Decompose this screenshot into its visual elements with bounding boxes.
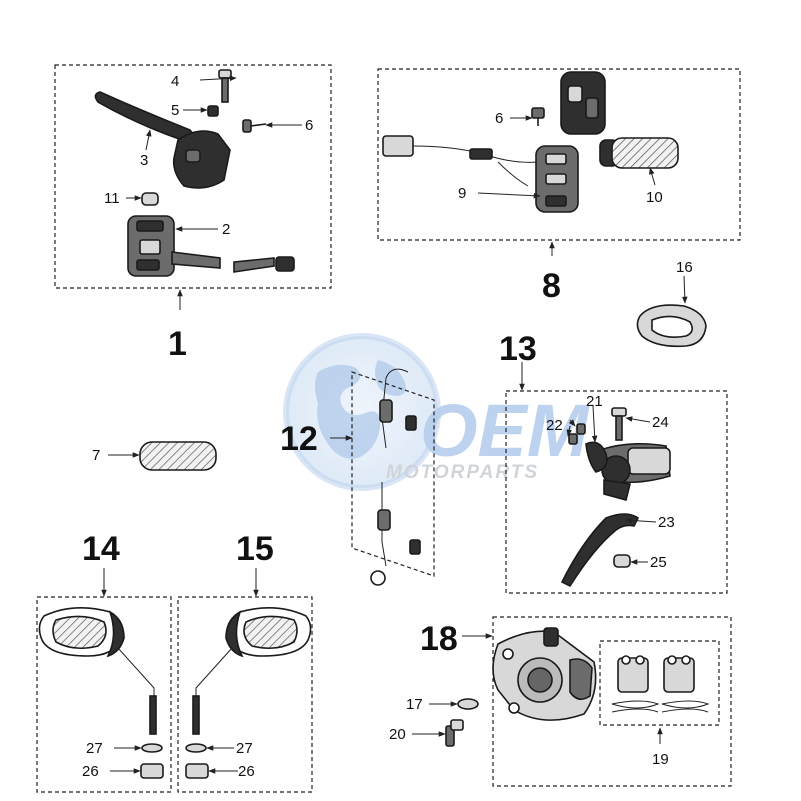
label-6a: 6 xyxy=(305,117,313,134)
label-17: 17 xyxy=(406,696,423,713)
watermark-sub: MOTORPARTS xyxy=(386,462,539,483)
label-4: 4 xyxy=(171,73,179,90)
label-11: 11 xyxy=(104,190,120,207)
label-10: 10 xyxy=(646,189,663,206)
label-19: 19 xyxy=(652,751,669,768)
label-16: 16 xyxy=(676,259,693,276)
washer-part-17 xyxy=(457,698,479,710)
label-20: 20 xyxy=(389,726,406,743)
label-5: 5 xyxy=(171,102,179,119)
brake-hose xyxy=(370,368,421,586)
label-3: 3 xyxy=(140,152,148,169)
group-1-left-control: 4 5 6 3 11 2 1 xyxy=(54,64,332,363)
clamp-part-21 xyxy=(585,441,608,473)
label-25: 25 xyxy=(650,554,667,571)
label-26a: 26 xyxy=(82,763,99,780)
bolt-part-4 xyxy=(218,69,232,103)
mirror-right xyxy=(192,607,312,735)
group-8-right-switch: 6 9 10 8 xyxy=(377,68,741,305)
label-14: 14 xyxy=(82,530,120,568)
label-27a: 27 xyxy=(86,740,103,757)
upper-housing xyxy=(560,71,606,135)
label-6b: 6 xyxy=(495,110,503,127)
switch-part-9 xyxy=(535,145,579,213)
label-24: 24 xyxy=(652,414,669,431)
nut-part-26b xyxy=(185,763,209,779)
label-2: 2 xyxy=(222,221,230,238)
lever-part-3 xyxy=(94,91,198,143)
brake-pads-part-19 xyxy=(611,655,710,713)
washer-part-27a xyxy=(141,743,163,753)
label-8: 8 xyxy=(542,267,561,305)
group-13-master-cylinder: 21 22 24 23 25 13 xyxy=(499,330,728,594)
grip-part-7: 7 xyxy=(92,441,217,471)
nut-part-26a xyxy=(140,763,164,779)
group-18-brake-caliper: 17 20 19 18 xyxy=(389,616,732,787)
wire-harness xyxy=(382,135,539,187)
bolt-part-20 xyxy=(445,719,464,747)
nut-part-5 xyxy=(207,105,219,117)
label-22: 22 xyxy=(546,417,563,434)
watermark-brand: OEM xyxy=(420,389,590,472)
mirror-left xyxy=(38,607,157,735)
label-27b: 27 xyxy=(236,740,253,757)
cover-part-16: 16 xyxy=(636,259,707,348)
master-cylinder xyxy=(598,442,671,501)
label-1: 1 xyxy=(168,325,187,363)
bolt-part-24 xyxy=(611,407,627,441)
group-14-mirror-left: 27 26 14 xyxy=(36,530,172,793)
washer-part-27b xyxy=(185,743,207,753)
label-23: 23 xyxy=(658,514,675,531)
screw-part-6b xyxy=(531,107,545,126)
cap-part-11 xyxy=(141,192,159,206)
label-13: 13 xyxy=(499,330,537,368)
housing-part xyxy=(172,130,231,189)
group-15-mirror-right: 27 26 15 xyxy=(177,530,313,793)
brake-caliper xyxy=(492,627,597,721)
cap-part-25 xyxy=(613,554,631,568)
screw-part-6a xyxy=(242,119,267,133)
label-18: 18 xyxy=(420,620,458,658)
grip-part-10 xyxy=(599,137,679,169)
lever-part-23 xyxy=(560,513,640,588)
label-12: 12 xyxy=(280,420,318,458)
watermark-logo: OEM MOTORPARTS xyxy=(283,333,590,491)
label-7: 7 xyxy=(92,447,100,464)
switch-part-2 xyxy=(127,215,295,277)
label-21: 21 xyxy=(586,393,603,410)
group-12-brake-hose: 12 xyxy=(280,368,435,586)
label-15: 15 xyxy=(236,530,274,568)
label-26b: 26 xyxy=(238,763,255,780)
label-9: 9 xyxy=(458,185,466,202)
